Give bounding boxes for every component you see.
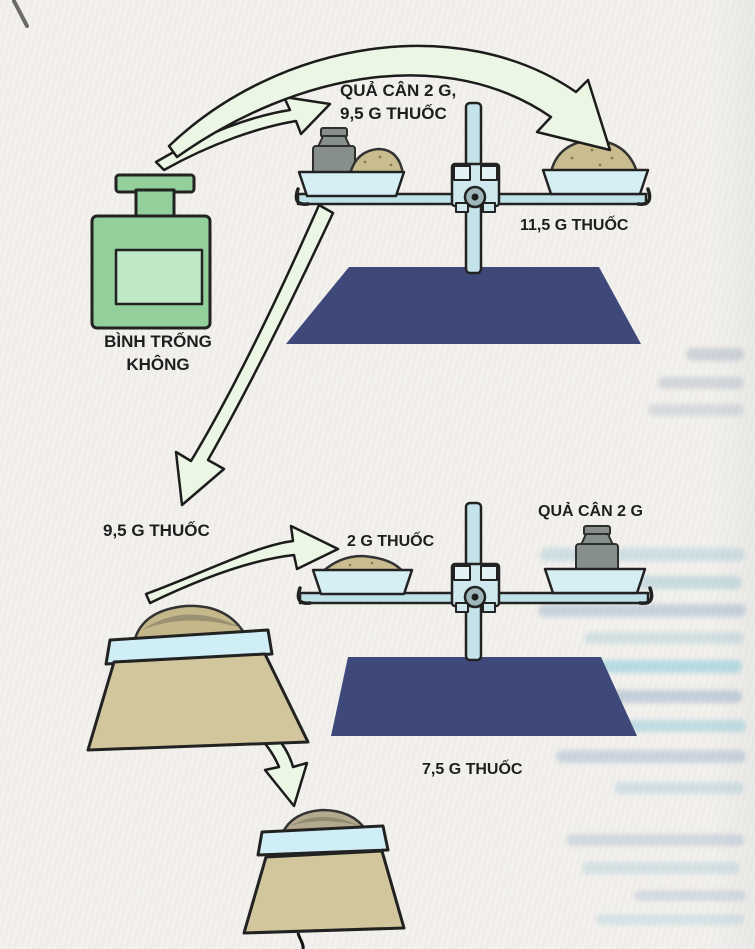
bleed-through-mark [658, 377, 744, 389]
weight-2g-icon [575, 525, 619, 573]
arrow-bottle-to-right-pan-icon [167, 44, 612, 159]
poured-medicine-mortar [86, 604, 310, 752]
bleed-through-mark [634, 890, 746, 901]
scale-1-beam-hook-right [636, 187, 652, 206]
scale-2-left-pan-group [311, 554, 414, 596]
scale-2-base [331, 657, 637, 736]
speckle [570, 156, 574, 160]
label-scale2-right-contents: QUẢ CÂN 2 G [538, 501, 643, 520]
label-scale1-left-contents-line1: QUẢ CÂN 2 G, [340, 81, 456, 100]
scale-2-right-pan-group [543, 525, 647, 595]
medicine-pile [320, 554, 405, 574]
scale-1-right-pan [541, 168, 650, 196]
scale-2-pivot [450, 562, 501, 613]
medicine-pile-shading [142, 614, 242, 630]
bleed-through-mark [686, 348, 744, 361]
weight-2g-icon [312, 127, 356, 175]
mortar-body [86, 652, 310, 752]
scale-1 [286, 101, 652, 344]
label-scale2-left-contents: 2 G THUỐC [347, 530, 435, 550]
bleed-through-mark [556, 750, 746, 763]
speckle [610, 156, 614, 160]
scale-2-beam-hook-right [638, 586, 654, 605]
speckle [598, 163, 602, 167]
scale-1-left-pan [297, 170, 406, 198]
medicine-pile [348, 147, 405, 176]
mortar-body [242, 849, 406, 935]
bleed-through-mark [582, 862, 740, 874]
speckle [363, 160, 367, 164]
speckle [590, 148, 594, 152]
speckle [370, 561, 374, 565]
label-scale1-right-contents: 11,5 G THUỐC [520, 214, 629, 234]
bleed-through-mark [596, 914, 744, 925]
arrow-pan-to-poured-medicine-icon [174, 203, 335, 507]
scale-1-left-pan-group [297, 127, 406, 198]
bottle-label [114, 248, 204, 306]
speckle [348, 563, 352, 567]
remaining-medicine-mortar [242, 808, 406, 949]
scale-1-right-pan-group [541, 138, 650, 196]
label-remaining-medicine: 7,5 G THUỐC [422, 758, 523, 778]
scale-2 [296, 501, 654, 736]
transfer-arrows [144, 44, 612, 808]
bleed-through-mark [614, 782, 744, 794]
medicine-pile-shading [290, 817, 360, 826]
speckle [378, 155, 382, 159]
bleed-through-mark [584, 632, 744, 644]
label-scale1-left-contents-line2: 9,5 G THUỐC [340, 103, 447, 123]
bleed-through-mark [598, 720, 746, 732]
label-bottle-line2: KHÔNG [126, 355, 189, 374]
scale-2-beam-hook-left [296, 586, 312, 605]
medicine-bottle [90, 173, 212, 330]
scale-2-right-pan [543, 567, 647, 595]
bleed-through-mark [566, 834, 744, 846]
bleed-through-mark [648, 404, 744, 416]
scale-1-beam-hook-left [294, 187, 310, 206]
label-poured-medicine: 9,5 G THUỐC [103, 520, 210, 540]
label-bottle-line1: BÌNH TRỐNG [104, 331, 212, 351]
pivot-bolt-center [471, 193, 479, 201]
bottle-neck [134, 188, 176, 221]
scale-1-base [286, 267, 641, 344]
speckle [389, 163, 393, 167]
scale-1-pivot [450, 162, 501, 213]
scale-2-left-pan [311, 568, 414, 596]
mortar-rim [256, 824, 390, 857]
pencil-mark [296, 932, 305, 949]
bleed-through-mark [538, 604, 746, 617]
stray-ink-mark [12, 0, 29, 28]
pivot-bolt-center [471, 593, 479, 601]
arrow-poured-to-scale2-pan-icon [144, 524, 340, 605]
